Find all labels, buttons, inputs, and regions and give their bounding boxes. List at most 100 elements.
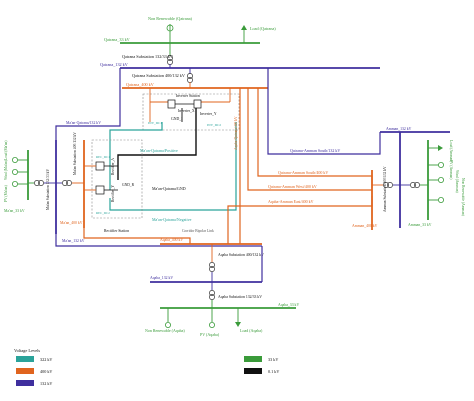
maan-sub-132-33-label: Ma'an Substation 132/33 kV	[46, 169, 50, 210]
rectifier-y-converter-icon	[95, 185, 105, 195]
qatrana-top-section: Non Renewable (Qatrana) Load (Qatrana) Q…	[100, 16, 380, 89]
amman-pv-label: PV (Amman)	[449, 160, 453, 180]
aqaba-132-33-transformer-icon	[209, 290, 215, 296]
qatrana-33kv-label: Qatrana_33 kV	[104, 37, 130, 42]
qatrana-load-icon	[241, 25, 247, 30]
gnd-i-label: GND_I	[171, 117, 183, 121]
dc-negative-line	[109, 122, 237, 211]
maan-400-132-transformer-icon	[66, 180, 72, 186]
aqaba-sub-132-33-label: Aqaba Substation 132/33 kV	[218, 295, 262, 299]
maan-load-icon	[11, 156, 18, 163]
aqaba-400-132-transformer-icon	[209, 262, 215, 268]
legend-swatch-322kv	[16, 356, 34, 362]
maan-section: Ma'an_400 kV Ma'an Substation 400/132 kV…	[4, 68, 262, 247]
qatrana-400-132-transformer-icon	[187, 73, 193, 79]
legend-swatch-01kv	[244, 368, 262, 374]
inverter-x-converter-icon	[167, 99, 176, 109]
maan-132kv-label: Ma'an_132 kV	[62, 239, 85, 243]
amman-400-132-transformer-icon	[383, 182, 389, 188]
rectifier-y-label: Rectifier_Y	[111, 185, 115, 202]
amman-section: Amman_132 kV Amman_400 kV Amman Substati…	[352, 127, 465, 230]
qatrana-amman-south-400-label: Qatrana-Amman South/400 kV	[278, 170, 328, 175]
legend: Voltage Levels 322 kV 400 kV 132 kV 33 k…	[14, 348, 279, 386]
rectifier-a-converter-icon	[95, 161, 105, 171]
interconnection-lines: Qatrana-Amman South/132 kV Qatrana-Amman…	[83, 68, 381, 244]
aqaba-load-label: Load (Aqaba)	[240, 328, 263, 333]
legend-swatch-132kv	[16, 380, 34, 386]
legend-label-01kv: 0.1 kV	[268, 369, 279, 374]
qatrana-amman-west-400-label: Qatrana-Amman West/400 kV	[268, 184, 317, 189]
amman-load-label: Load (Amman)	[449, 140, 453, 163]
maan-pv-label: PV (Ma'an)	[4, 185, 8, 202]
rectifier-station-label: Rectifier Station	[104, 229, 129, 233]
aqaba-132kv-label: Aqaba_132 kV	[150, 276, 173, 280]
inverter-station-label: Inverter Station	[176, 94, 200, 98]
legend-label-400kv: 400 kV	[40, 369, 52, 374]
rec-dc2-label: REC_DC2	[96, 211, 110, 215]
qatrana-amman-south-132-label: Qatrana-Amman South/132 kV	[290, 148, 340, 153]
amman-load-icon	[438, 145, 443, 151]
rectifier-station-box	[91, 139, 143, 219]
qatrana-generator-icon	[166, 24, 174, 32]
amman-sub-400-132-label: Amman Substation 400/132 kV	[383, 166, 387, 212]
inverter-x-label: Inverter_X	[178, 109, 195, 113]
inverter-y-label: Inverter_Y	[200, 112, 217, 116]
amman-non-renewable-label: Non Renewable (Amman)	[461, 178, 465, 217]
rectifier-a-label: Rectifier_A	[111, 158, 115, 175]
qatrana-400kv-label: Qatrana_400 kV	[126, 82, 154, 87]
qatrana-amman-south-132-line	[267, 68, 381, 155]
maan-sub-400-132-label: Ma'an Substation 400/132 kV	[73, 132, 77, 175]
maan-wind-label: Wind (Ma'an)	[4, 159, 8, 180]
qatrana-sub-400-132-label: Qatrana Substation 400/132 kV	[132, 73, 185, 78]
qatrana-132kv-label: Qatrana_132 kV	[100, 62, 128, 67]
legend-label-132kv: 132 kV	[40, 381, 52, 386]
dc-gnd-label: Ma'an-Qatrana/GND	[152, 186, 186, 191]
inverter-station-box	[142, 93, 240, 131]
aqaba-non-renewable-icon	[164, 321, 171, 328]
amman-pv-icon	[437, 161, 444, 168]
aqaba-qatrana-400-label: Aqaba-Qatrana/400 kV	[234, 116, 238, 150]
qatrana-132-33-transformer-icon	[167, 55, 173, 61]
maan-pv-icon	[11, 180, 18, 187]
dc-ground-line	[117, 108, 197, 180]
maan-33kv-label: Ma'an_33 kV	[4, 209, 25, 213]
aqaba-pv-label: PV (Aqaba)	[200, 332, 220, 337]
maan-qatrana-132-line	[55, 68, 121, 140]
amman-33kv-label: Amman_33 kV	[408, 223, 432, 227]
maan-132-33-transformer-icon	[38, 180, 44, 186]
legend-swatch-33kv	[244, 356, 262, 362]
aqaba-section: Aqaba_400 kV Aqaba Substation 400/132 kV…	[145, 238, 299, 337]
amman-wind-icon	[437, 176, 444, 183]
corridor-note: Corridor Bipolar Link	[182, 229, 214, 233]
qatrana-sub-132-33-label: Qatrana Substation 132/33 kV	[122, 54, 173, 59]
maan-400kv-label: Ma'an_400 kV	[60, 221, 83, 225]
amman-non-renewable-icon	[437, 196, 444, 203]
aqaba-sub-400-132-label: Aqaba Substation 400/132 kV	[218, 253, 264, 257]
aqaba-load-icon	[235, 322, 241, 327]
gnd-r-label: GND_R	[122, 183, 135, 187]
qatrana-amman-west-400-line	[247, 88, 372, 191]
maan-wind-icon	[11, 168, 18, 175]
aqaba-amman-east-400-label: Aqaba-Amman East/400 kV	[268, 199, 314, 204]
amman-132-33-transformer-icon	[410, 182, 416, 188]
dc-negative-label: Ma'an-Qatrana/Negative	[152, 217, 192, 222]
amman-132kv-label: Amman_132 kV	[386, 127, 412, 131]
dc-positive-label: Ma'an-Qatrana/Positive	[140, 148, 178, 153]
hvdc-section: Inverter Station Inverter_X Inverter_Y G…	[91, 88, 240, 233]
qatrana-non-renewable-label: Non Renewable (Qatrana)	[148, 16, 193, 21]
maan-load-label: Load (Ma'an)	[4, 140, 8, 160]
amman-400kv-label: Amman_400 kV	[352, 224, 378, 228]
aqaba-non-renewable-label: Non Renewable (Aqaba)	[145, 328, 185, 333]
legend-label-33kv: 33 kV	[268, 357, 278, 362]
aqaba-400kv-label: Aqaba_400 kV	[160, 238, 183, 242]
maan-qatrana-132-label: Ma'an-Qatrana/132 kV	[66, 121, 101, 125]
dc-positive-line	[109, 122, 163, 190]
inv-dc2-label: INV_DC2	[207, 123, 221, 127]
qatrana-load-label: Load (Qatrana)	[250, 26, 276, 31]
legend-label-322kv: 322 kV	[40, 357, 52, 362]
amman-wind-label: Wind (Amman)	[455, 170, 459, 194]
legend-title: Voltage Levels	[14, 348, 40, 353]
aqaba-pv-icon	[208, 321, 215, 328]
legend-swatch-400kv	[16, 368, 34, 374]
